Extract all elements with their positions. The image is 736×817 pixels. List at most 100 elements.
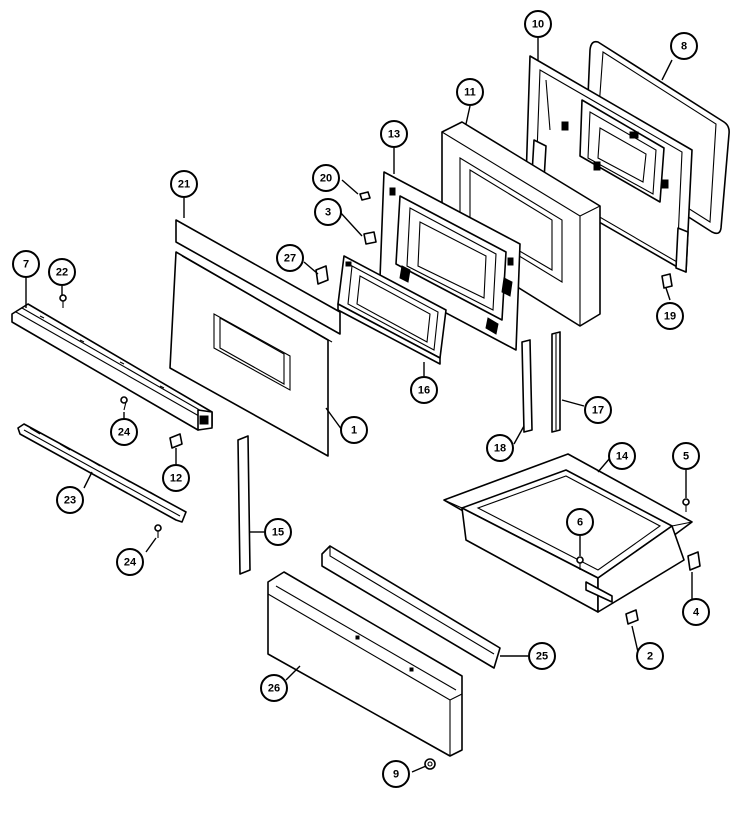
callout-side-trim-17: 17	[584, 396, 612, 424]
lower-bracket-part	[17, 423, 187, 523]
callout-circle	[656, 302, 684, 330]
callout-circle	[110, 418, 138, 446]
callout-drawer-rail-25: 25	[528, 642, 556, 670]
callout-number: 24	[118, 427, 131, 439]
side-trim-15-part	[237, 435, 251, 575]
side-trim-17-part	[551, 331, 561, 433]
callout-circle	[672, 442, 700, 470]
callout-door-panel: 1	[340, 416, 368, 444]
callout-number: 16	[418, 385, 430, 397]
callout-circle	[584, 396, 612, 424]
callout-number: 10	[532, 19, 544, 31]
callout-circle	[410, 376, 438, 404]
callout-window-frame: 13	[380, 120, 408, 148]
callout-circle	[116, 548, 144, 576]
callout-bracket-4: 4	[682, 598, 710, 626]
drawer-rail-part	[321, 545, 501, 669]
drawer-front-part	[267, 571, 463, 757]
callout-circle	[162, 464, 190, 492]
callout-door-liner-box: 11	[456, 78, 484, 106]
callout-circle	[276, 244, 304, 272]
callout-glass-assembly: 16	[410, 376, 438, 404]
callout-screw-5: 5	[672, 442, 700, 470]
callout-number: 12	[170, 473, 182, 485]
drawer-tray-part	[443, 453, 693, 613]
callout-circle	[56, 486, 84, 514]
callout-number: 26	[268, 683, 280, 695]
callout-circle	[456, 78, 484, 106]
callout-number: 2	[647, 651, 653, 663]
callout-knob-9: 9	[382, 760, 410, 788]
leader-lines	[25, 38, 693, 773]
callout-clip-3: 3	[314, 198, 342, 226]
callout-number: 17	[592, 405, 604, 417]
top-trim-part	[175, 219, 341, 335]
glass-assembly-part	[337, 255, 447, 365]
callout-number: 1	[351, 425, 357, 437]
callout-bubbles: 1234567891011121314151617181920212223242…	[12, 10, 710, 788]
callout-circle	[670, 32, 698, 60]
callout-circle	[48, 258, 76, 286]
callout-circle	[380, 120, 408, 148]
callout-side-trim-18: 18	[486, 434, 514, 462]
callout-number: 14	[616, 451, 629, 463]
callout-circle	[314, 198, 342, 226]
callout-circle	[566, 508, 594, 536]
callout-number: 27	[284, 253, 296, 265]
callout-circle	[12, 250, 40, 278]
callout-circle	[636, 642, 664, 670]
callout-circle	[682, 598, 710, 626]
callout-number: 8	[681, 41, 687, 53]
callout-circle	[486, 434, 514, 462]
callout-clip-27: 27	[276, 244, 304, 272]
callout-circle	[608, 442, 636, 470]
callout-spacer-20: 20	[312, 164, 340, 192]
callout-handle-trim: 7	[12, 250, 40, 278]
callout-number: 13	[388, 129, 400, 141]
callout-circle	[524, 10, 552, 38]
callout-side-trim-15: 15	[264, 518, 292, 546]
callout-outer-gasket: 8	[670, 32, 698, 60]
callout-screw-22: 22	[48, 258, 76, 286]
callout-number: 20	[320, 173, 332, 185]
callout-number: 25	[536, 651, 548, 663]
callout-circle	[264, 518, 292, 546]
hardware-parts	[59, 191, 701, 770]
callout-circle	[382, 760, 410, 788]
callout-number: 6	[577, 517, 583, 529]
handle-trim-part	[11, 303, 213, 431]
callout-number: 7	[23, 259, 29, 271]
inner-door-frame-part	[525, 55, 693, 273]
callout-circle	[340, 416, 368, 444]
callout-screw-6: 6	[566, 508, 594, 536]
callout-top-trim-21: 21	[170, 170, 198, 198]
callout-number: 9	[393, 769, 399, 781]
callout-number: 5	[683, 451, 689, 463]
callout-circle	[312, 164, 340, 192]
callout-screw-24b: 24	[116, 548, 144, 576]
callout-circle	[260, 674, 288, 702]
callout-bracket-2: 2	[636, 642, 664, 670]
callout-drawer-front: 26	[260, 674, 288, 702]
callout-number: 23	[64, 495, 76, 507]
callout-circle	[170, 170, 198, 198]
callout-number: 18	[494, 443, 506, 455]
callout-number: 21	[178, 179, 190, 191]
callout-number: 22	[56, 267, 68, 279]
callout-number: 19	[664, 311, 676, 323]
callout-screw-24a: 24	[110, 418, 138, 446]
callout-number: 15	[272, 527, 284, 539]
callout-lower-bracket-23: 23	[56, 486, 84, 514]
callout-number: 4	[693, 607, 700, 619]
callout-drawer-tray: 14	[608, 442, 636, 470]
side-trim-18-part	[521, 339, 533, 433]
callout-clip-19: 19	[656, 302, 684, 330]
callout-number: 24	[124, 557, 137, 569]
callout-inner-door-frame: 10	[524, 10, 552, 38]
callout-clip-12: 12	[162, 464, 190, 492]
callout-circle	[528, 642, 556, 670]
callout-number: 3	[325, 207, 331, 219]
callout-number: 11	[464, 87, 476, 99]
